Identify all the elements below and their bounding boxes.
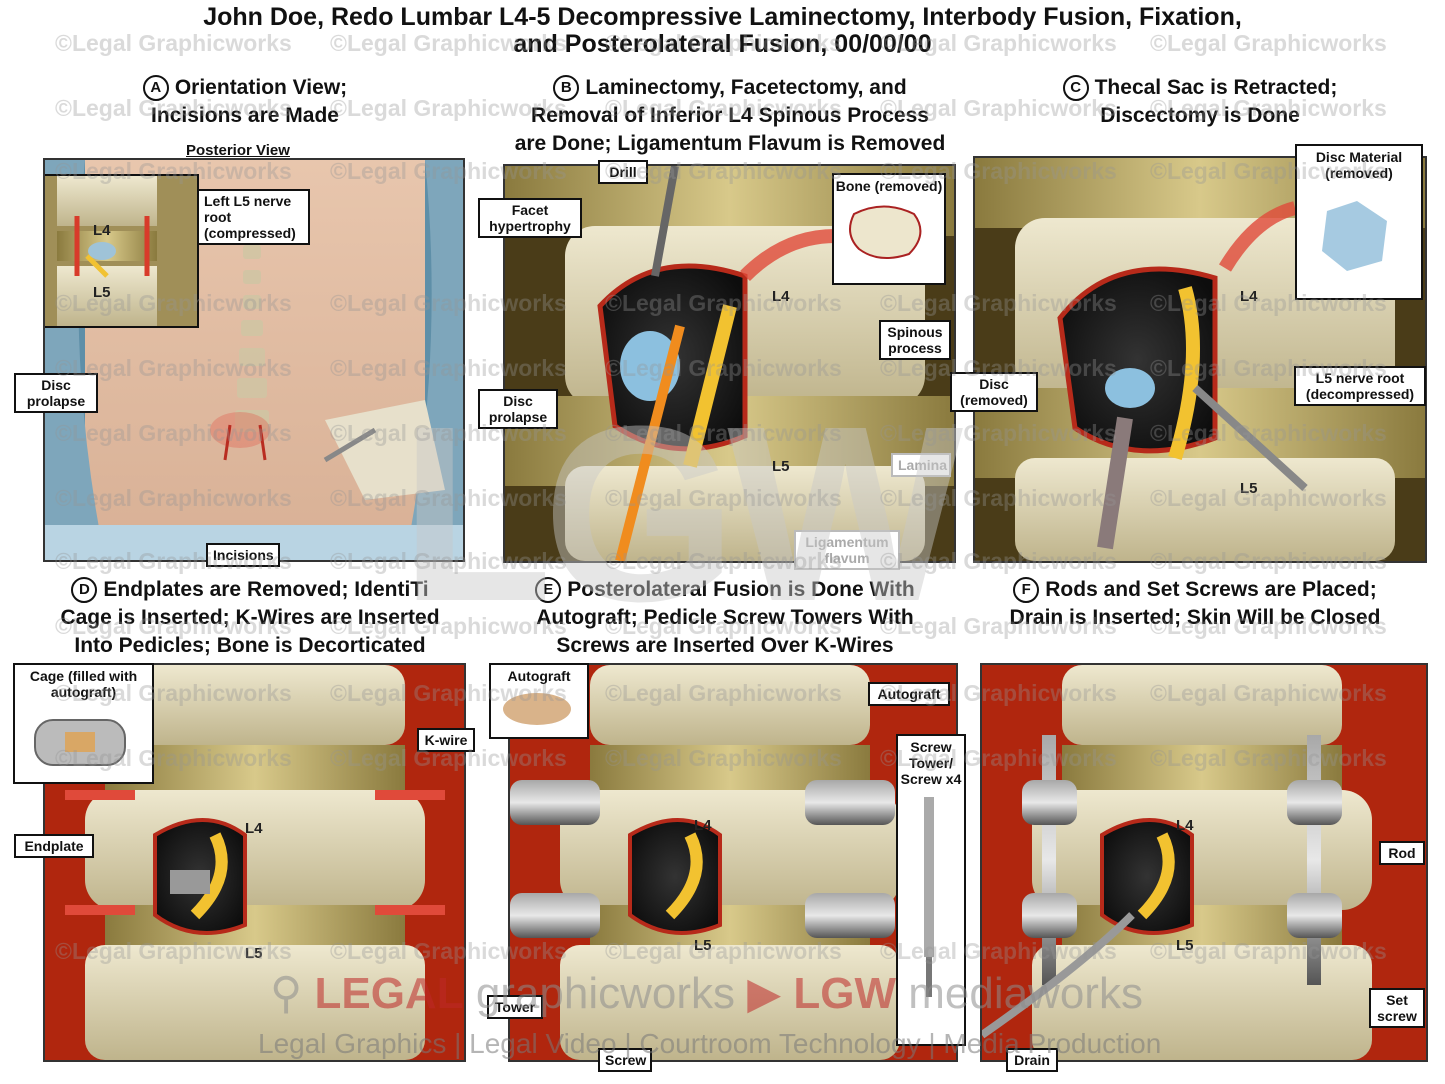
panel-d-heading-line3: Into Pedicles; Bone is Decorticated	[74, 634, 426, 657]
panel-c-l4: L4	[1240, 288, 1258, 305]
footer-logo: ⚲ LEGAL graphicworks ▶ LGW mediaworks	[270, 968, 1143, 1019]
footer-logo-mediaworks: mediaworks	[908, 969, 1143, 1018]
panel-a-l5: L5	[93, 284, 111, 301]
cage-box: Cage (filled with autograft)	[13, 663, 154, 784]
panel-b-heading-line1: Laminectomy, Facetectomy, and	[585, 76, 907, 99]
label-endplate: Endplate	[14, 834, 94, 858]
panel-a-l4: L4	[93, 222, 111, 239]
label-left-l5-nerve: Left L5 nerve root (compressed)	[197, 189, 310, 245]
panel-b-l4: L4	[772, 288, 790, 305]
label-screw: Screw	[598, 1048, 652, 1072]
label-incisions: Incisions	[206, 543, 280, 567]
panel-c-heading-line1: Thecal Sac is Retracted;	[1094, 76, 1338, 99]
label-autograft: Autograft	[868, 682, 950, 706]
panel-d-heading-line1: Endplates are Removed; IdentiTi	[103, 578, 429, 601]
autograft-box: Autograft	[489, 663, 589, 739]
label-set-screw: Set screw	[1369, 988, 1425, 1028]
panel-d-l5: L5	[245, 945, 263, 962]
label-bone-removed: Bone (removed)	[835, 178, 943, 194]
panel-d-heading-line2: Cage is Inserted; K-Wires are Inserted	[60, 606, 440, 629]
panel-e-badge: E	[535, 577, 562, 603]
footer-logo-legal: LEGAL	[314, 969, 464, 1018]
panel-f-heading-line1: Rods and Set Screws are Placed;	[1045, 578, 1377, 601]
panel-e-l4: L4	[694, 817, 712, 834]
footer-logo-graphicworks: graphicworks	[475, 969, 736, 1018]
panel-f-l4: L4	[1176, 817, 1194, 834]
bone-removed-box: Bone (removed)	[832, 173, 946, 285]
panel-b-heading-line2: Removal of Inferior L4 Spinous Process	[531, 104, 929, 127]
label-lamina: Lamina	[891, 453, 951, 477]
panel-f-heading-line2: Drain is Inserted; Skin Will be Closed	[1009, 606, 1381, 629]
panel-b-badge: B	[553, 75, 580, 101]
big-watermark: LGW	[400, 374, 963, 653]
title-line-2: and Posterolateral Fusion, 00/00/00	[513, 30, 932, 58]
screw-tower-box: Screw Tower/ Screw x4	[896, 734, 966, 1046]
page-title: John Doe, Redo Lumbar L4-5 Decompressive…	[0, 4, 1445, 58]
title-line-1: John Doe, Redo Lumbar L4-5 Decompressive…	[203, 3, 1242, 31]
panel-e-heading-line1: Posterolateral Fusion is Done With	[567, 578, 915, 601]
label-disc-material: Disc Material (removed)	[1315, 149, 1403, 181]
panel-b-heading-line3: are Done; Ligamentum Flavum is Removed	[514, 132, 946, 155]
panel-f-image	[980, 663, 1428, 1062]
play-icon: ▶	[747, 969, 782, 1018]
panel-d-l4: L4	[245, 820, 263, 837]
label-k-wire: K-wire	[417, 728, 475, 752]
panel-a-heading-line1: Orientation View;	[174, 76, 348, 99]
panel-f-badge: F	[1013, 577, 1040, 603]
panel-e-l5: L5	[694, 937, 712, 954]
panel-c-image	[973, 156, 1427, 563]
label-facet-hypertrophy: Facet hypertrophy	[478, 198, 582, 238]
panel-c-badge: C	[1062, 75, 1089, 101]
panel-a-inset	[45, 174, 199, 328]
label-autograft-box: Autograft	[507, 668, 571, 684]
label-drain: Drain	[1006, 1048, 1058, 1072]
label-screw-tower: Screw Tower/ Screw x4	[900, 739, 962, 787]
footer-tagline: Legal Graphics | Legal Video | Courtroom…	[258, 1028, 1162, 1059]
label-cage: Cage (filled with autograft)	[29, 668, 138, 700]
panel-e-heading-line2: Autograft; Pedicle Screw Towers With	[536, 606, 914, 629]
label-spinous-process: Spinous process	[879, 320, 951, 360]
panel-c-l5: L5	[1240, 480, 1258, 497]
panel-b-l5: L5	[772, 458, 790, 475]
posterior-view-label: Posterior View	[186, 142, 290, 159]
panel-d-badge: D	[71, 577, 98, 603]
panel-c-heading-line2: Discectomy is Done	[1100, 104, 1300, 127]
label-rod: Rod	[1379, 841, 1425, 865]
disc-material-box: Disc Material (removed)	[1295, 144, 1423, 300]
footer-logo-lgw: LGW	[793, 969, 896, 1018]
magnifier-icon: ⚲	[270, 969, 303, 1018]
panel-a-badge: A	[142, 75, 169, 101]
panel-f-l5: L5	[1176, 937, 1194, 954]
label-disc-prolapse-a: Disc prolapse	[14, 373, 98, 413]
panel-a-heading-line2: Incisions are Made	[151, 104, 339, 127]
label-l5-nerve-decompressed: L5 nerve root (decompressed)	[1294, 366, 1426, 406]
label-drill: Drill	[598, 160, 648, 184]
label-ligamentum-flavum: Ligamentum flavum	[794, 530, 900, 570]
label-disc-prolapse-b: Disc prolapse	[478, 389, 558, 429]
panel-e-heading-line3: Screws are Inserted Over K-Wires	[556, 634, 894, 657]
label-disc-removed: Disc (removed)	[950, 372, 1038, 412]
panel-a-view-label: Posterior View	[185, 160, 289, 161]
label-tower: Tower	[487, 995, 543, 1019]
